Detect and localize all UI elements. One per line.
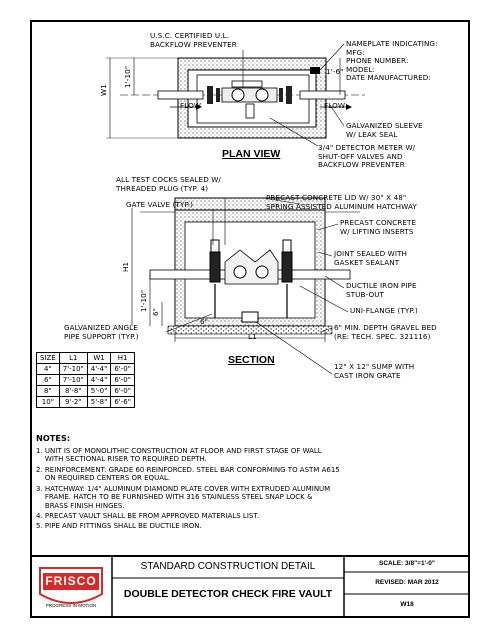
dim-6-horizontal: 6" [200,317,209,326]
drawing-sheet [30,20,470,618]
label-gate-valve: GATE VALVE (TYP.) [126,200,194,209]
plan-vault [106,43,365,147]
label-uni-flange: UNI-FLANGE (TYP.) [350,306,418,315]
label-precast-concrete: PRECAST CONCRETE W/ LIFTING INSERTS [340,218,417,236]
cell-w1: 5'-0" [86,385,112,397]
size-table: SIZE L1 W1 H1 4" 7'-10" 4'-4" 6'-0" 6" 7… [36,352,135,408]
cell-w1: 4'-4" [86,374,112,386]
header-w1: W1 [86,352,112,364]
label-flow-left: FLOW [180,101,202,110]
label-gravel-bed: 6" MIN. DEPTH GRAVEL BED (RE: TECH. SPEC… [334,323,437,341]
dim-1-6: 1'-6" [326,67,344,76]
label-nameplate: NAMEPLATE INDICATING: MFG: PHONE NUMBER:… [346,39,438,83]
note-2: 2. REINFORCEMENT: GRADE 60 REINFORCED. S… [36,466,340,483]
header-l1: L1 [58,352,88,364]
note-3: 3. HATCHWAY: 1/4" ALUMINUM DIAMOND PLATE… [36,485,331,510]
label-backflow-preventer: U.S.C. CERTIFIED U.L. BACKFLOW PREVENTER [150,31,237,49]
size-table-header: SIZE L1 W1 H1 [36,352,135,364]
dim-1-10-plan: 1'-10" [123,65,132,88]
section-vault [131,197,360,375]
header-size: SIZE [36,352,60,364]
dim-l1: L1 [248,332,257,341]
table-row: 8" 8'-8" 5'-0" 6'-0" [36,385,135,397]
logo-badge-icon [39,567,103,604]
cell-l1: 8'-8" [58,385,88,397]
label-detector-meter: 3/4" DETECTOR METER W/ SHUT-OFF VALVES A… [318,143,416,170]
plan-view-title: PLAN VIEW [222,148,281,160]
sheet-number: W18 [400,601,414,608]
label-galvanized-sleeve: GALVANIZED SLEEVE W/ LEAK SEAL [346,121,423,139]
cell-l1: 7'-10" [58,374,88,386]
cell-h1: 6'-0" [110,374,135,386]
cell-size: 8" [36,385,60,397]
label-test-cocks: ALL TEST COCKS SEALED W/ THREADED PLUG (… [116,175,221,193]
table-row: 4" 7'-10" 4'-4" 6'-0" [36,363,135,375]
note-4: 4. PRECAST VAULT SHALL BE FROM APPROVED … [36,512,260,520]
cell-h1: 6'-0" [110,385,135,397]
cell-h1: 6'-0" [110,363,135,375]
cell-h1: 6'-6" [110,396,135,408]
logo-tagline: PROGRESS IN MOTION [45,603,97,608]
note-1: 1. UNIT IS OF MONOLITHIC CONSTRUCTION AT… [36,447,322,464]
dim-w1: W1 [99,84,108,96]
table-row: 10" 9'-2" 5'-8" 6'-6" [36,396,135,408]
label-flow-right: FLOW [324,101,346,110]
cell-size: 6" [36,374,60,386]
dim-1-10-section: 1'-10" [139,289,148,312]
cell-size: 4" [36,363,60,375]
dim-h1: H1 [121,261,130,272]
frisco-logo: FRISCO PROGRESS IN MOTION [34,560,108,614]
label-precast-lid: PRECAST CONCRETE LID W/ 30" X 48" SPRING… [266,193,417,211]
label-ductile-iron: DUCTILE IRON PIPE STUB-OUT [346,281,417,299]
header-h1: H1 [110,352,135,364]
note-5: 5. PIPE AND FITTINGS SHALL BE DUCTILE IR… [36,522,202,530]
label-joint-sealed: JOINT SEALED WITH GASKET SEALANT [334,249,408,267]
notes-title: NOTES: [36,433,71,443]
cell-w1: 4'-4" [86,363,112,375]
title-line-1: STANDARD CONSTRUCTION DETAIL [140,561,316,572]
dim-6-vertical: 6" [151,307,160,316]
label-sump: 12" X 12" SUMP WITH CAST IRON GRATE [334,362,415,380]
logo-text: FRISCO [45,574,97,588]
cell-l1: 9'-2" [58,396,88,408]
cell-l1: 7'-10" [58,363,88,375]
title-line-2: DOUBLE DETECTOR CHECK FIRE VAULT [123,588,333,600]
revised-text: REVISED: MAR 2012 [375,579,439,586]
cell-size: 10" [36,396,60,408]
section-title: SECTION [228,354,275,366]
label-angle-support: GALVANIZED ANGLE PIPE SUPPORT (TYP.) [64,323,139,341]
cell-w1: 5'-8" [86,396,112,408]
table-row: 6" 7'-10" 4'-4" 6'-0" [36,374,135,386]
scale-text: SCALE: 3/8"=1'-0" [379,560,435,567]
